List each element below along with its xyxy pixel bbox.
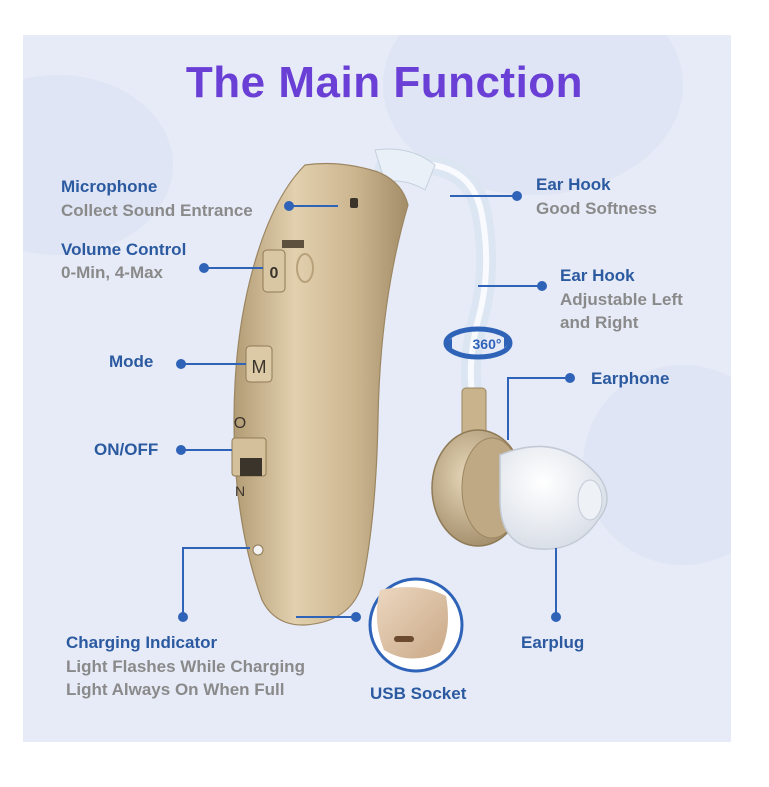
usb-port-icon (394, 636, 414, 642)
microphone-hole (350, 198, 358, 208)
microphone-label: Microphone (61, 177, 158, 196)
rotation-360-label: 360° (473, 336, 502, 352)
ear-hook-adjust-label: Ear Hook (560, 266, 635, 285)
ear-hook-adjust-description-1: Adjustable Left (560, 290, 683, 309)
switch-marking-bottom: N (235, 483, 245, 499)
on-off-label: ON/OFF (94, 440, 159, 459)
volume-wheel (262, 249, 286, 293)
mode-label: Mode (109, 352, 154, 371)
usb-socket-label: USB Socket (370, 684, 467, 703)
volume-control-label: Volume Control (61, 240, 187, 259)
earphone-label: Earphone (591, 369, 670, 388)
ear-hook-tube-highlight (382, 161, 490, 395)
ear-hook-label: Ear Hook (536, 175, 611, 194)
charging-indicator-description-2: Light Always On When Full (66, 680, 285, 699)
mode-marking: M (252, 357, 267, 377)
rotation-360-icon (443, 326, 513, 360)
leader-lines (176, 191, 575, 622)
volume-control-description: 0-Min, 4-Max (61, 263, 164, 282)
microphone-description: Collect Sound Entrance (61, 201, 253, 220)
background-blob (583, 365, 731, 565)
switch-marking-top: O (234, 415, 246, 432)
usb-socket-device (376, 587, 448, 659)
volume-marking: 0 (270, 265, 279, 282)
charging-indicator-label: Charging Indicator (66, 633, 218, 652)
ear-hook-softness-description: Good Softness (536, 199, 657, 218)
charging-indicator-light (252, 544, 264, 556)
hearing-aid-body (233, 162, 409, 626)
ear-hook-adjust-description-2: and Right (560, 313, 639, 332)
earplug-dome (499, 445, 608, 550)
earplug-label: Earplug (521, 633, 585, 652)
charging-indicator-description-1: Light Flashes While Charging (66, 657, 305, 676)
page-title: The Main Function (185, 58, 584, 107)
